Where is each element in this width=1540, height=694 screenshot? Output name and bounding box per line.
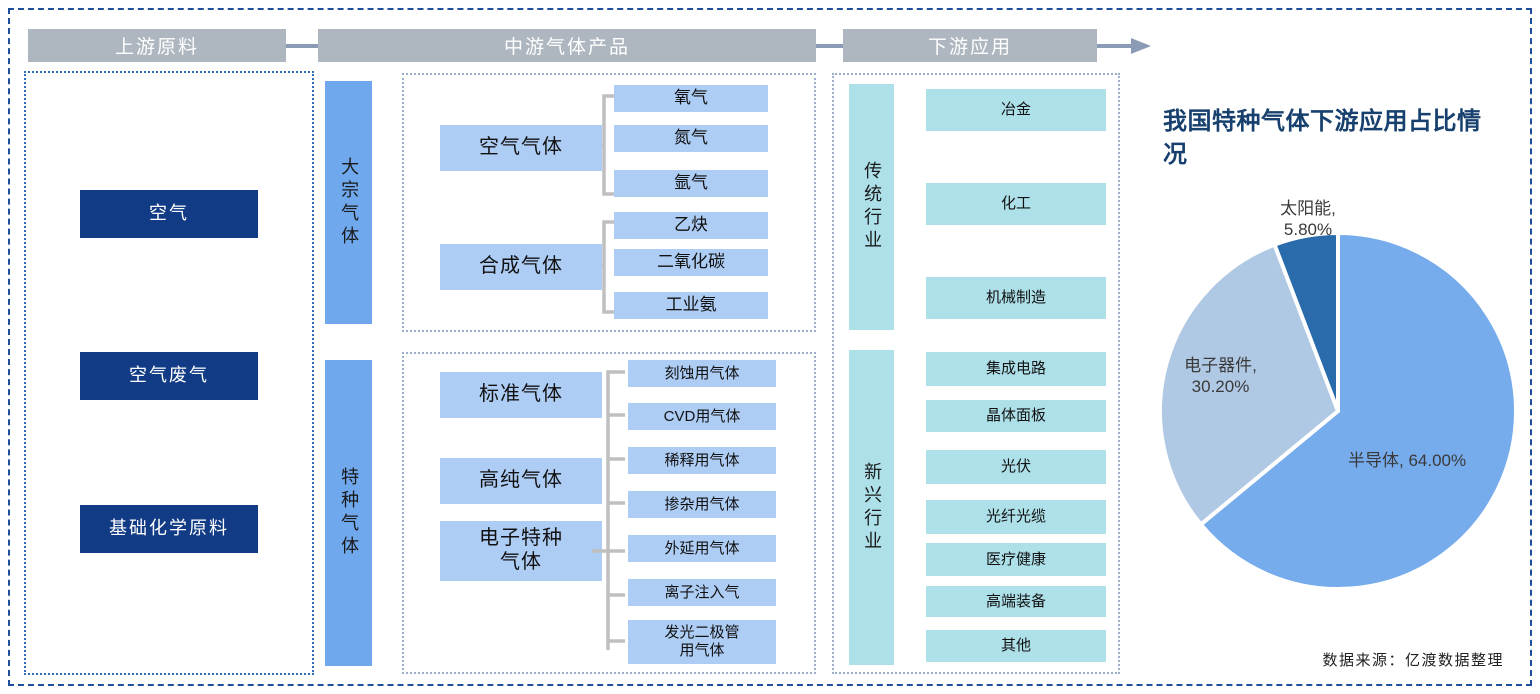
header-upstream-label: 上游原料 [114,37,199,58]
special-leaf-epitaxy-gas[interactable]: 外延用气体 [628,535,776,562]
bulk-leaf-acetylene[interactable]: 乙炔 [614,212,768,239]
node-label: 氧气 [674,88,708,108]
upstream-node-air[interactable]: 空气 [80,190,258,238]
special-leaf-led-gas[interactable]: 发光二极管 用气体 [628,620,776,664]
node-label: 光纤光缆 [985,508,1046,526]
special-category-electronic-special-gas[interactable]: 电子特种 气体 [440,521,602,581]
node-label: 光伏 [1000,458,1031,476]
downstream-item-chemicals[interactable]: 化工 [926,183,1106,225]
node-label: 稀释用气体 [664,451,740,469]
node-label: 高纯气体 [479,469,563,492]
pie-label-electronics: 电子器件, 30.20% [1184,356,1257,397]
node-label: 工业氨 [665,295,717,315]
downstream-item-optical-fiber[interactable]: 光纤光缆 [926,500,1106,534]
node-label: 空气气体 [479,136,563,159]
downstream-item-high-end-equipment[interactable]: 高端装备 [926,586,1106,617]
special-gas-container [402,352,816,674]
node-label: 外延用气体 [664,539,740,557]
node-label: 氮气 [674,128,708,148]
header-connector-1 [286,44,318,48]
special-leaf-doping-gas[interactable]: 掺杂用气体 [628,491,776,518]
bulk-gas-strip[interactable]: 大宗气体 [325,81,372,324]
header-midstream: 中游气体产品 [318,29,816,62]
chart-title: 我国特种气体下游应用占比情况 [1163,108,1482,169]
node-label: 空气 [149,203,189,224]
upstream-container [24,71,314,675]
node-label: 电子特种 气体 [479,527,563,573]
downstream-strip-emerging[interactable]: 新兴行业 [849,350,894,665]
pie-slice-半导体[interactable] [1198,230,1518,591]
header-downstream-label: 下游应用 [927,37,1012,58]
node-label: 氩气 [674,173,708,193]
bulk-leaf-industrial-ammonia[interactable]: 工业氨 [614,292,768,319]
strip-label: 大宗气体 [339,156,360,249]
node-label: CVD用气体 [663,407,741,425]
downstream-item-photovoltaic[interactable]: 光伏 [926,450,1106,484]
special-category-high-purity-gas[interactable]: 高纯气体 [440,458,602,504]
node-label: 医疗健康 [985,550,1046,568]
special-leaf-etching-gas[interactable]: 刻蚀用气体 [628,360,776,387]
pie-label-semiconductor: 半导体, 64.00% [1348,451,1467,470]
node-label: 乙炔 [674,215,708,235]
bulk-leaf-oxygen[interactable]: 氧气 [614,85,768,112]
downstream-item-crystal-panel[interactable]: 晶体面板 [926,400,1106,432]
special-leaf-ion-implantation-gas[interactable]: 离子注入气 [628,579,776,606]
node-label: 标准气体 [479,383,563,406]
strip-label: 传统行业 [862,161,883,253]
pie-label-solar: 太阳能, 5.80% [1280,199,1336,240]
special-category-standard-gas[interactable]: 标准气体 [440,372,602,418]
header-midstream-label: 中游气体产品 [503,37,630,58]
header-upstream: 上游原料 [28,29,286,62]
bulk-gas-container [402,73,816,332]
node-label: 基础化学原料 [109,518,229,539]
pie-slice-太阳能[interactable] [1271,230,1340,412]
pie-chart-svg [1158,230,1518,591]
bulk-leaf-nitrogen[interactable]: 氮气 [614,125,768,152]
pie-slice-电子器件[interactable] [1158,242,1341,528]
outer-dashed-frame [8,8,1532,686]
upstream-node-basic-chemicals[interactable]: 基础化学原料 [80,505,258,553]
node-label: 掺杂用气体 [664,495,740,513]
node-label: 冶金 [1000,101,1031,119]
downstream-item-medical-health[interactable]: 医疗健康 [926,543,1106,576]
pie-chart [1143,196,1533,616]
header-connector-2 [816,44,843,48]
node-label: 二氧化碳 [657,252,725,272]
bulk-category-air-gas[interactable]: 空气气体 [440,125,602,171]
downstream-item-machinery[interactable]: 机械制造 [926,277,1106,319]
special-leaf-cvd-gas[interactable]: CVD用气体 [628,403,776,430]
bulk-leaf-argon[interactable]: 氩气 [614,170,768,197]
node-label: 晶体面板 [985,407,1046,425]
source-note: 数据来源：亿渡数据整理 [1322,653,1504,669]
downstream-item-metallurgy[interactable]: 冶金 [926,89,1106,131]
node-label: 合成气体 [479,255,563,278]
upstream-node-waste-air[interactable]: 空气废气 [80,352,258,400]
arrow-right-icon [1097,36,1155,56]
node-label: 其他 [1000,637,1031,655]
node-label: 高端装备 [985,592,1046,610]
strip-label: 新兴行业 [862,461,883,554]
node-label: 离子注入气 [664,583,740,601]
bulk-category-synthetic-gas[interactable]: 合成气体 [440,244,602,290]
header-downstream: 下游应用 [843,29,1097,62]
bulk-leaf-co2[interactable]: 二氧化碳 [614,249,768,276]
node-label: 空气废气 [129,365,209,386]
downstream-strip-traditional[interactable]: 传统行业 [849,84,894,330]
downstream-item-integrated-circuit[interactable]: 集成电路 [926,352,1106,386]
special-leaf-dilution-gas[interactable]: 稀释用气体 [628,447,776,474]
node-label: 机械制造 [985,289,1046,307]
node-label: 发光二极管 用气体 [664,624,740,659]
node-label: 集成电路 [985,360,1046,378]
downstream-item-others[interactable]: 其他 [926,630,1106,662]
special-gas-strip[interactable]: 特种气体 [325,360,372,666]
node-label: 化工 [1000,195,1031,213]
strip-label: 特种气体 [339,467,360,559]
node-label: 刻蚀用气体 [664,364,740,382]
downstream-container [832,73,1120,674]
